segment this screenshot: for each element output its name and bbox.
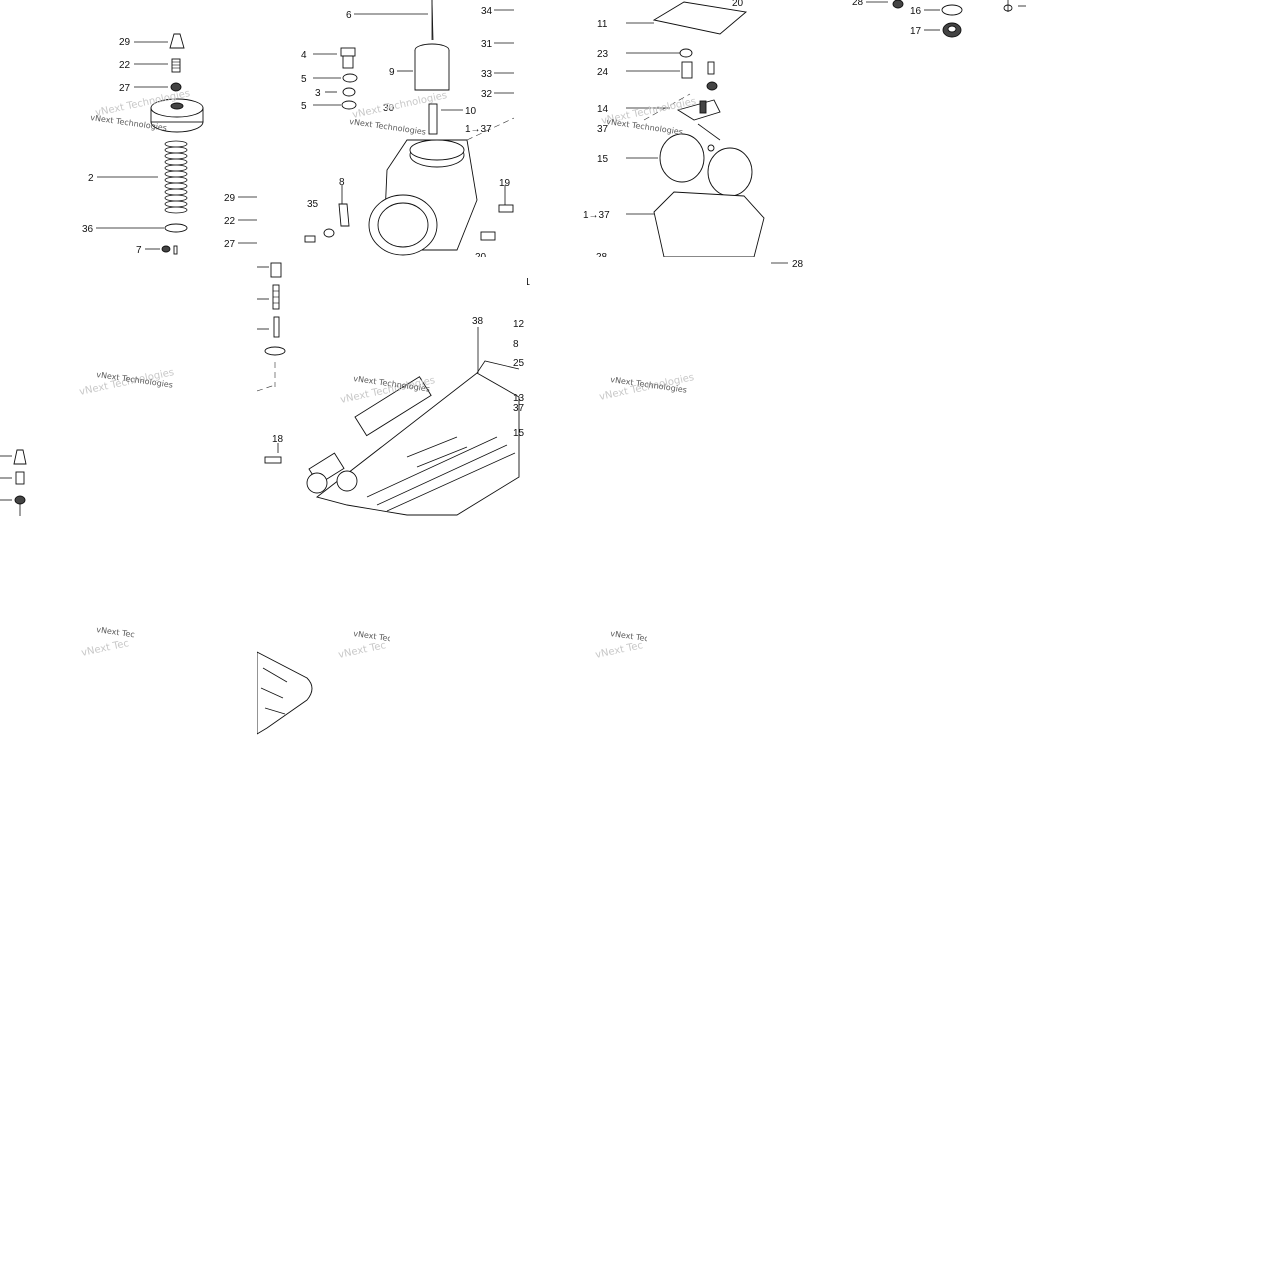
callout-10: 10 [465, 106, 477, 117]
callout-29b: 29 [224, 193, 236, 204]
callout-1-37b: 1→37 [583, 210, 610, 221]
callout-32: 32 [481, 89, 493, 100]
watermark: vNext Tec [96, 625, 135, 639]
callout-33: 33 [481, 69, 493, 80]
callout-9: 9 [389, 67, 395, 78]
callout-29: 29 [119, 37, 131, 48]
diagram-tile-watermark-row3-3: vNext Tec vNext Tec [594, 620, 647, 662]
watermark: vNext Technologies [349, 117, 427, 137]
diagram-tile-tool-kit: 38 12 8 25 13 37 15 18 vNext Technologie… [257, 257, 527, 517]
spring-part [164, 140, 188, 214]
callout-17: 17 [910, 26, 922, 37]
diagram-tile-spring-assembly: 29 22 27 2 36 7 vNext Technologies vNext… [0, 0, 257, 257]
callout-7: 7 [136, 245, 142, 256]
callout-1-37: 1→37 [465, 124, 492, 135]
callout-24: 24 [597, 67, 609, 78]
callout-37: 37 [597, 124, 609, 135]
callout-13: 13 [513, 393, 525, 404]
callout-28b: 28 [792, 259, 804, 270]
callout-2: 2 [88, 173, 94, 184]
callout-22b: 22 [224, 216, 236, 227]
cap-part [169, 33, 185, 49]
callout-28: 28 [596, 252, 608, 257]
diagram-tile-watermark-1: vNext Technologies vNext Technologies [70, 355, 200, 405]
float-part [659, 133, 705, 183]
diagram-tile-left-fragment [0, 440, 30, 520]
callout-27: 27 [119, 83, 131, 94]
diagram-tile-float-chamber: 11 23 24 14 37 15 1→37 28 20 vNext Techn… [514, 0, 771, 257]
callout-34: 34 [481, 6, 493, 17]
callout-30: 30 [383, 103, 395, 114]
callout-25: 25 [513, 358, 525, 369]
callout-12: 12 [513, 319, 525, 330]
watermark: vNext Tec [610, 629, 647, 643]
callout-14: 14 [597, 104, 609, 115]
callout-15b: 15 [513, 428, 525, 439]
callout-27b: 27 [224, 239, 236, 250]
callout-35: 35 [307, 199, 319, 210]
watermark: vNext Tec [353, 629, 390, 643]
callout-20b: 20 [732, 0, 744, 9]
callout-20: 20 [475, 252, 487, 257]
callout-5a: 5 [301, 74, 307, 85]
callout-6: 6 [346, 10, 352, 21]
watermark-ghost: vNext Tec [80, 638, 130, 659]
callout-37b: 37 [513, 403, 525, 414]
diagram-tile-tool-roll-fragment [257, 648, 319, 736]
watermark-ghost: vNext Tec [337, 640, 387, 661]
callout-3: 3 [315, 88, 321, 99]
callout-15: 15 [597, 154, 609, 165]
diagram-tile-drain-plug: 28 16 17 [840, 0, 1040, 42]
callout-8b: 8 [513, 339, 519, 350]
callout-23: 23 [597, 49, 609, 60]
callout-18: 18 [272, 434, 284, 445]
diagram-tile-watermark-3: vNext Technologies vNext Technologies [590, 360, 720, 410]
callout-28c: 28 [852, 0, 864, 8]
callout-19: 19 [499, 178, 511, 189]
callout-16: 16 [910, 6, 922, 17]
tool-roll-part [316, 372, 520, 516]
callout-36: 36 [82, 224, 94, 235]
float-bowl-part [653, 191, 765, 257]
callout-22: 22 [119, 60, 131, 71]
callout-11: 11 [597, 19, 608, 30]
callout-31: 31 [481, 39, 493, 50]
diagram-tile-carburetor-body: 6 4 5 3 5 30 9 10 1→37 8 35 19 20 34 31 … [257, 0, 514, 257]
callout-5b: 5 [301, 101, 307, 112]
diagram-tile-left-callouts: 29 22 27 [220, 188, 260, 252]
diagram-tile-watermark-row3-2: vNext Tec vNext Tec [337, 620, 390, 662]
watermark-ghost: vNext Tec [594, 640, 644, 661]
callout-4: 4 [301, 50, 307, 61]
watermark: vNext Technologies [606, 117, 684, 137]
callout-38: 38 [472, 316, 484, 327]
diagram-tile-callout-28: 28 [770, 254, 810, 272]
callout-8: 8 [339, 177, 345, 188]
diagram-tile-watermark-row3-1: vNext Tec vNext Tec [80, 618, 135, 662]
